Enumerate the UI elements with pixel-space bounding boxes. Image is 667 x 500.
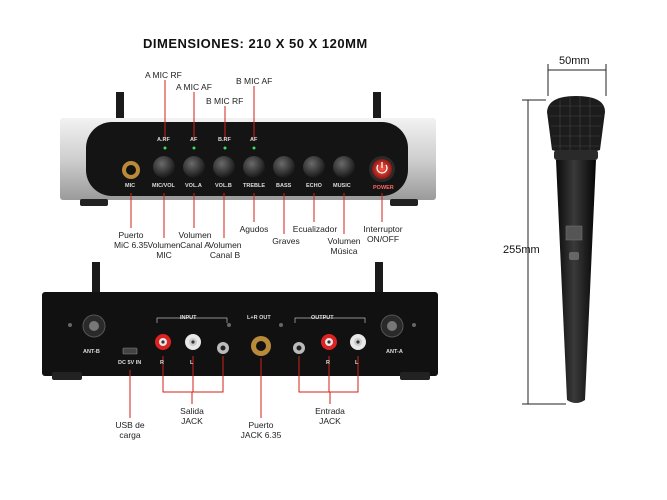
mic-height-label: 255mm bbox=[503, 244, 540, 256]
mic-width-label: 50mm bbox=[559, 55, 590, 67]
echo-knob[interactable] bbox=[303, 156, 325, 178]
mic-grille bbox=[547, 96, 605, 154]
panel-indicator-af-a: AF bbox=[190, 137, 198, 143]
panel-label-ant-b: ANT-B bbox=[83, 349, 100, 355]
mic-body bbox=[556, 160, 596, 403]
vol-a-knob[interactable] bbox=[183, 156, 205, 178]
music-knob[interactable] bbox=[333, 156, 355, 178]
panel-label-power: POWER bbox=[373, 185, 394, 191]
panel-indicator-brf: B.RF bbox=[218, 137, 231, 143]
panel-label-volb: VOL.B bbox=[215, 183, 232, 189]
panel-label-input-r: R bbox=[160, 360, 164, 366]
panel-label-bass: BASS bbox=[276, 183, 292, 189]
panel-label-dc: DC 5V IN bbox=[118, 360, 142, 366]
label-volumen-canal-a: Volumen Canal A bbox=[178, 230, 212, 250]
antenna-right bbox=[373, 92, 381, 122]
panel-label-output-l: L bbox=[355, 360, 359, 366]
mic-dimension-lines bbox=[522, 64, 607, 405]
callout-b-mic-rf: B MIC RF bbox=[206, 96, 244, 106]
mic-vol-knob[interactable] bbox=[153, 156, 175, 178]
label-graves: Graves bbox=[272, 236, 300, 246]
panel-label-input: INPUT bbox=[180, 315, 197, 321]
label-puerto-jack: Puerto JACK 6.35 bbox=[240, 420, 282, 440]
panel-label-output-r: R bbox=[326, 360, 330, 366]
back-antenna-right bbox=[375, 262, 383, 296]
vol-b-knob[interactable] bbox=[213, 156, 235, 178]
panel-label-output: OUTPUT bbox=[311, 315, 334, 321]
dimensions-title: DIMENSIONES: 210 X 50 X 120MM bbox=[143, 36, 368, 51]
back-antenna-left bbox=[92, 262, 100, 296]
label-entrada-jack: Entrada JACK bbox=[315, 406, 345, 426]
label-volumen-canal-b: Volumen Canal B bbox=[208, 240, 242, 260]
panel-indicator-arf: A.RF bbox=[157, 137, 170, 143]
label-interruptor: Interruptor ON/OFF bbox=[363, 224, 403, 244]
bass-knob[interactable] bbox=[273, 156, 295, 178]
panel-label-treble: TREBLE bbox=[243, 183, 265, 189]
label-agudos: Agudos bbox=[239, 224, 269, 234]
panel-label-mic: MIC bbox=[125, 183, 136, 189]
treble-knob[interactable] bbox=[243, 156, 265, 178]
usb-charging-port[interactable] bbox=[122, 347, 138, 355]
panel-indicator-af-b: AF bbox=[250, 137, 258, 143]
label-usb-carga: USB de carga bbox=[115, 420, 145, 440]
callout-b-mic-af: B MIC AF bbox=[236, 76, 273, 86]
label-volumen-musica: Volumen Música bbox=[327, 236, 361, 256]
receiver-back-panel bbox=[42, 292, 438, 376]
panel-label-echo: ECHO bbox=[306, 183, 322, 189]
antenna-left bbox=[116, 92, 124, 122]
panel-label-ant-a: ANT-A bbox=[386, 349, 403, 355]
label-salida-jack: Salida JACK bbox=[180, 406, 204, 426]
label-volumen-mic: Volumen MIC bbox=[147, 240, 181, 260]
callout-a-mic-rf: A MIC RF bbox=[145, 70, 182, 80]
callout-a-mic-af: A MIC AF bbox=[176, 82, 212, 92]
panel-label-micvol: MIC/VOL bbox=[152, 183, 175, 189]
label-puerto-mic: Puerto MiC 6.35 bbox=[113, 230, 148, 250]
panel-label-input-l: L bbox=[190, 360, 194, 366]
panel-label-vola: VOL.A bbox=[185, 183, 202, 189]
panel-label-music: MUSIC bbox=[333, 183, 351, 189]
label-ecualizador: Ecualizador bbox=[292, 224, 338, 234]
panel-label-lr-out: L+R OUT bbox=[247, 315, 271, 321]
